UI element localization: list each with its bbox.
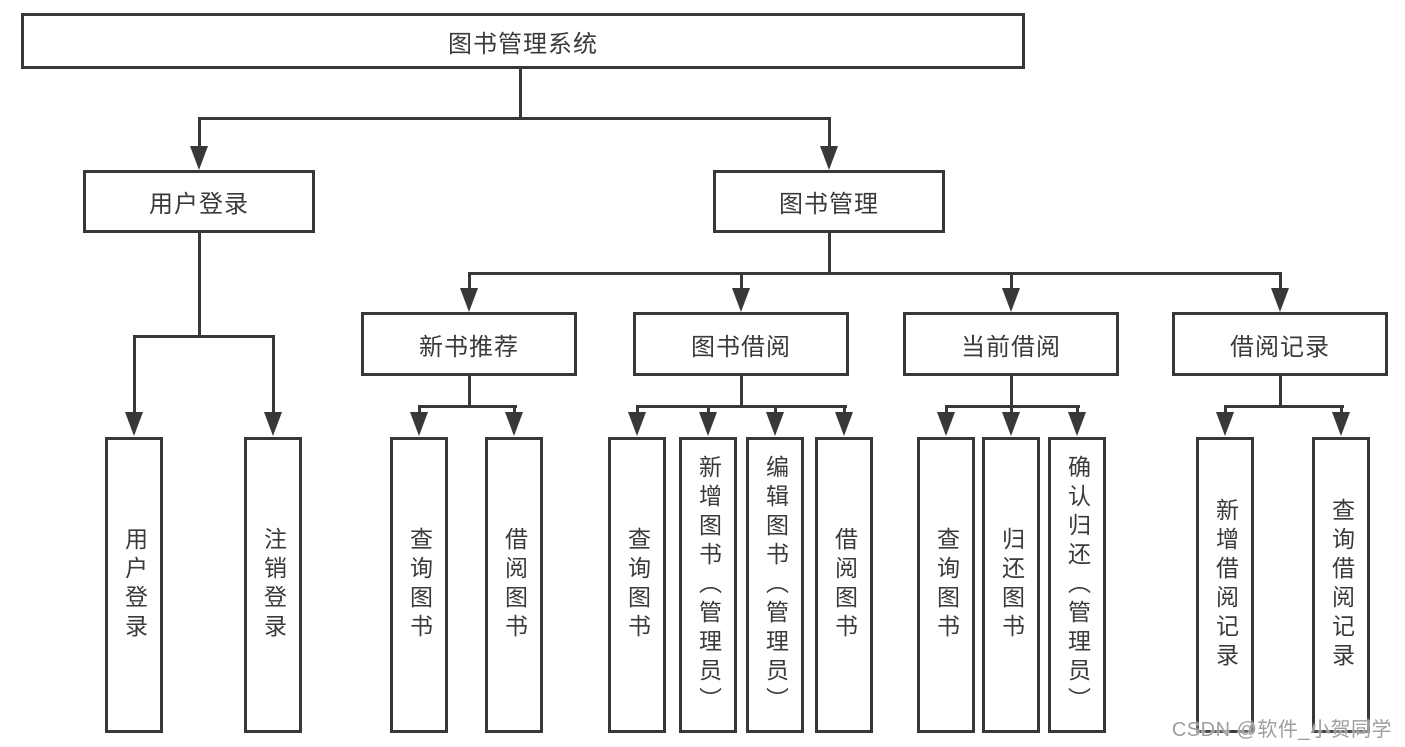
arrow-shaft xyxy=(1010,405,1013,415)
node-label: 编辑图书（管理员） xyxy=(762,454,789,716)
node-label: 归还图书 xyxy=(998,527,1025,643)
arrow-shaft xyxy=(133,335,136,414)
connector-mgmt-branch xyxy=(468,272,1282,275)
node-label: 图书管理 xyxy=(779,191,879,218)
connector-newbook-branch xyxy=(418,405,517,408)
node-label: 查询图书 xyxy=(624,527,651,643)
connector-borrow-stub xyxy=(740,376,743,408)
leaf-borrowing-edit-books-admin: 编辑图书（管理员） xyxy=(746,437,804,733)
leaf-current-query-books: 查询图书 xyxy=(917,437,975,733)
node-label: 新书推荐 xyxy=(419,333,519,361)
arrowhead-down-icon xyxy=(1216,412,1234,436)
arrowhead-down-icon xyxy=(1002,412,1020,436)
node-label: 确认归还（管理员） xyxy=(1064,454,1091,716)
leaf-newbook-query-books: 查询图书 xyxy=(390,437,448,733)
arrow-shaft xyxy=(945,405,948,415)
arrow-shaft xyxy=(707,405,710,415)
leaf-records-add-borrow-record: 新增借阅记录 xyxy=(1196,437,1254,733)
leaf-user-login: 用户登录 xyxy=(105,437,163,733)
connector-root-stub xyxy=(519,69,522,120)
arrowhead-down-icon xyxy=(505,412,523,436)
arrowhead-down-icon xyxy=(125,412,143,436)
leaf-borrowing-add-books-admin: 新增图书（管理员） xyxy=(679,437,737,733)
leaf-current-return-books: 归还图书 xyxy=(982,437,1040,733)
node-label: 用户登录 xyxy=(121,527,148,643)
connector-borrow-branch xyxy=(636,405,847,408)
arrow-shaft xyxy=(418,405,421,415)
node-label: 图书管理系统 xyxy=(448,30,598,58)
arrow-shaft xyxy=(272,335,275,414)
node-current-borrowing: 当前借阅 xyxy=(903,312,1119,376)
arrow-shaft xyxy=(1010,272,1013,291)
arrow-shaft xyxy=(843,405,846,415)
node-label: 当前借阅 xyxy=(961,333,1061,361)
connector-login-branch xyxy=(133,335,274,338)
arrow-shaft xyxy=(1279,272,1282,291)
node-label: 用户登录 xyxy=(149,191,249,218)
node-user-login: 用户登录 xyxy=(83,170,315,233)
arrowhead-down-icon xyxy=(410,412,428,436)
node-book-management: 图书管理 xyxy=(713,170,945,233)
arrowhead-down-icon xyxy=(264,412,282,436)
arrowhead-down-icon xyxy=(628,412,646,436)
node-borrowing-records: 借阅记录 xyxy=(1172,312,1388,376)
leaf-borrowing-borrow-books: 借阅图书 xyxy=(815,437,873,733)
arrowhead-down-icon xyxy=(937,412,955,436)
arrow-shaft xyxy=(198,117,201,148)
arrow-shaft xyxy=(468,272,471,291)
node-label: 新增图书（管理员） xyxy=(695,454,722,716)
arrowhead-down-icon xyxy=(699,412,717,436)
node-label: 查询借阅记录 xyxy=(1328,498,1355,672)
connector-records-stub xyxy=(1279,376,1282,408)
connector-current-stub xyxy=(1010,376,1013,408)
arrowhead-down-icon xyxy=(190,146,208,170)
node-label: 借阅记录 xyxy=(1230,333,1330,361)
arrowhead-down-icon xyxy=(820,146,838,170)
node-library-management-system: 图书管理系统 xyxy=(21,13,1025,69)
arrowhead-down-icon xyxy=(460,288,478,312)
connector-login-stub xyxy=(198,233,201,338)
arrowhead-down-icon xyxy=(1271,288,1289,312)
leaf-newbook-borrow-books: 借阅图书 xyxy=(485,437,543,733)
arrow-shaft xyxy=(1224,405,1227,415)
leaf-current-confirm-return-admin: 确认归还（管理员） xyxy=(1048,437,1106,733)
connector-mgmt-stub xyxy=(828,233,831,275)
arrowhead-down-icon xyxy=(1002,288,1020,312)
arrow-shaft xyxy=(1340,405,1343,415)
arrowhead-down-icon xyxy=(1332,412,1350,436)
arrowhead-down-icon xyxy=(766,412,784,436)
csdn-watermark: CSDN @软件_小贺同学 xyxy=(1171,719,1392,741)
arrowhead-down-icon xyxy=(835,412,853,436)
node-book-borrowing: 图书借阅 xyxy=(633,312,849,376)
node-label: 新增借阅记录 xyxy=(1212,498,1239,672)
arrow-shaft xyxy=(774,405,777,415)
node-label: 借阅图书 xyxy=(501,527,528,643)
leaf-records-query-borrow-record: 查询借阅记录 xyxy=(1312,437,1370,733)
node-label: 图书借阅 xyxy=(691,333,791,361)
connector-root-branch xyxy=(198,117,831,120)
connector-records-branch xyxy=(1224,405,1344,408)
leaf-borrowing-query-books: 查询图书 xyxy=(608,437,666,733)
connector-newbook-stub xyxy=(468,376,471,408)
arrow-shaft xyxy=(1076,405,1079,415)
arrow-shaft xyxy=(513,405,516,415)
node-label: 注销登录 xyxy=(260,527,287,643)
arrow-shaft xyxy=(828,117,831,148)
arrow-shaft xyxy=(740,272,743,291)
node-new-book-recommendation: 新书推荐 xyxy=(361,312,577,376)
node-label: 借阅图书 xyxy=(831,527,858,643)
arrowhead-down-icon xyxy=(1068,412,1086,436)
arrow-shaft xyxy=(636,405,639,415)
node-label: 查询图书 xyxy=(406,527,433,643)
node-label: 查询图书 xyxy=(933,527,960,643)
arrowhead-down-icon xyxy=(732,288,750,312)
leaf-logout: 注销登录 xyxy=(244,437,302,733)
